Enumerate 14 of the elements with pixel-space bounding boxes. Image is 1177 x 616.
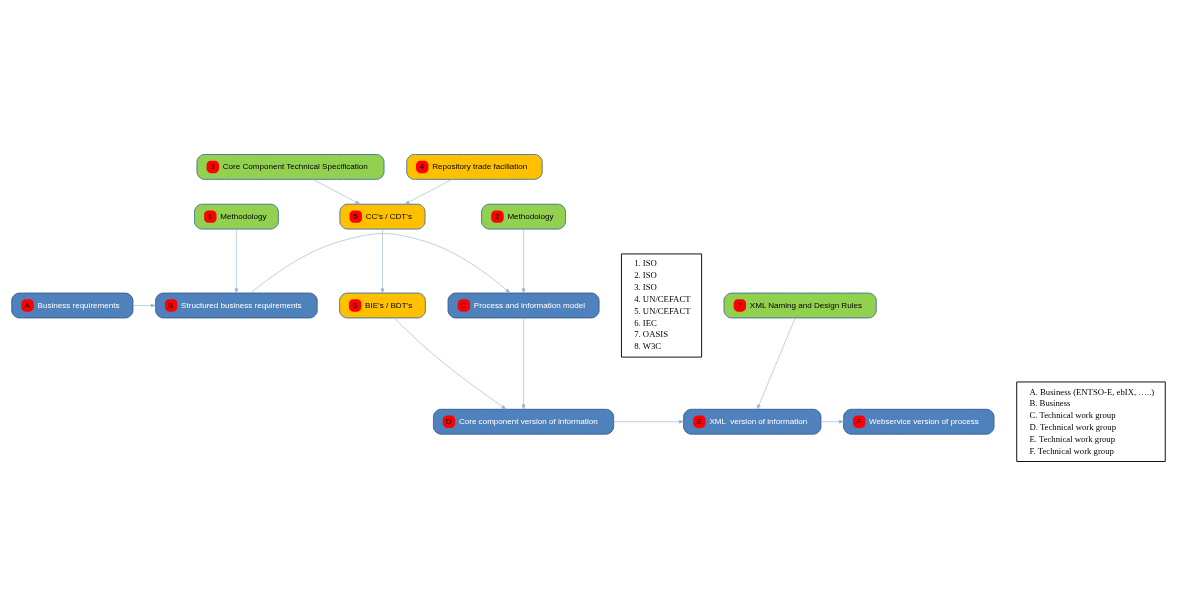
arrow xyxy=(404,179,453,205)
arrow xyxy=(380,228,385,294)
arrow xyxy=(250,233,511,294)
arrow xyxy=(521,317,526,410)
arrow xyxy=(312,179,361,205)
arrow xyxy=(132,303,156,308)
arrow xyxy=(756,317,796,410)
node-box: 1. ISO 2. ISO 3. ISO 4. UN/CEFACT 5. UN/CEFACT 6. IEC 7. OASIS 8. W3C xyxy=(620,253,703,358)
arrow xyxy=(613,419,684,424)
arrow xyxy=(234,228,239,294)
node-box: A. Business (ENTSO-E, ebIX, …..) B. Business C. Technical work group D. Technical work group E. Technical work group F. Technical work group xyxy=(1016,381,1166,462)
arrow xyxy=(521,228,526,294)
arrow xyxy=(820,419,844,424)
arrow xyxy=(394,317,507,410)
